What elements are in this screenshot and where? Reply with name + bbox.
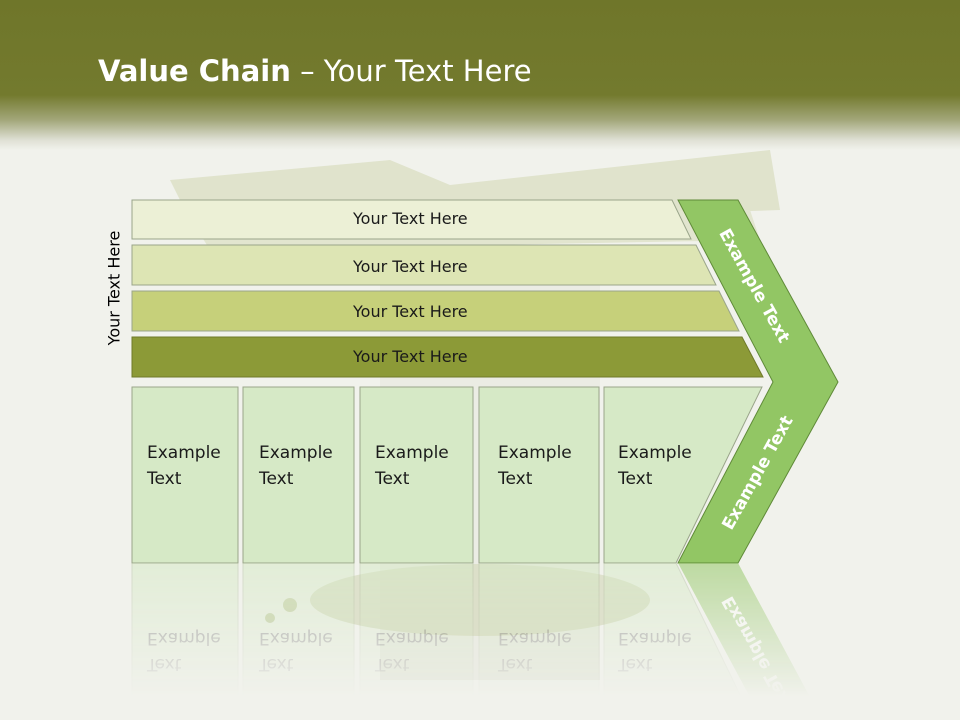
reflection-label-1-line1: Example xyxy=(147,628,221,648)
reflection-label-3-line1: Example xyxy=(375,628,449,648)
box-label-1-line1: Example xyxy=(147,443,221,463)
box-label-4-line2: Text xyxy=(498,469,533,489)
reflection-label-3: Text Example xyxy=(375,625,449,677)
box-label-1-line2: Text xyxy=(147,469,182,489)
row-shape-1 xyxy=(131,199,692,240)
reflection-label-3-line2: Text xyxy=(375,654,410,674)
row-shape-3 xyxy=(131,290,740,332)
box-shape-2 xyxy=(242,386,355,564)
title-rest: – Your Text Here xyxy=(290,54,532,88)
reflection: Text Example Text Example Text Example Text… xyxy=(0,563,960,720)
reflection-label-4-line2: Text xyxy=(498,654,533,674)
reflection-label-4-line1: Example xyxy=(498,628,572,648)
reflection-label-5: Text Example xyxy=(618,625,692,677)
box-shape-3 xyxy=(359,386,474,564)
title-bold: Value Chain xyxy=(98,54,291,88)
reflection-label-2-line2: Text xyxy=(259,654,294,674)
reflection-label-5-line2: Text xyxy=(618,654,653,674)
slide-title: Value Chain – Your Text Here xyxy=(98,54,532,88)
reflection-label-1: Text Example xyxy=(147,625,221,677)
row-label-1: Your Text Here xyxy=(353,209,468,228)
reflection-label-2-line1: Example xyxy=(259,628,333,648)
box-label-5-line2: Text xyxy=(618,469,653,489)
box-shape-4 xyxy=(478,386,600,564)
header-bar xyxy=(0,0,960,150)
box-label-3-line2: Text xyxy=(375,469,410,489)
row-label-3: Your Text Here xyxy=(353,302,468,321)
row-label-4: Your Text Here xyxy=(353,347,468,366)
reflection-label-2: Text Example xyxy=(259,625,333,677)
box-label-2-line2: Text xyxy=(259,469,294,489)
reflection-label-1-line2: Text xyxy=(147,654,182,674)
row-label-2: Your Text Here xyxy=(353,257,468,276)
box-label-4-line1: Example xyxy=(498,443,572,463)
box-label-5-line1: Example xyxy=(618,443,692,463)
box-label-2-line1: Example xyxy=(259,443,333,463)
vertical-axis-label: Your Text Here xyxy=(104,230,124,346)
box-shape-1 xyxy=(131,386,239,564)
row-shape-4 xyxy=(131,336,764,378)
row-shape-2 xyxy=(131,244,717,286)
reflection-label-4: Text Example xyxy=(498,625,572,677)
reflection-label-5-line1: Example xyxy=(618,628,692,648)
box-label-3-line1: Example xyxy=(375,443,449,463)
